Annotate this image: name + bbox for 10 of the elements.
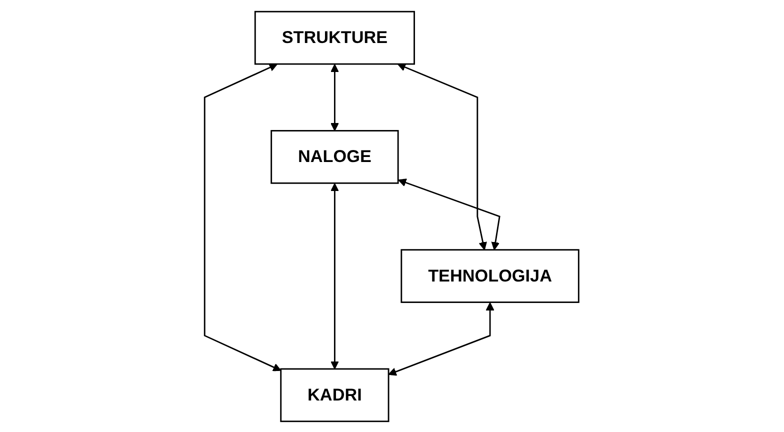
node-box: KADRI bbox=[280, 368, 390, 422]
node-box: NALOGE bbox=[270, 130, 400, 184]
arrow bbox=[330, 64, 340, 131]
arrow bbox=[398, 178, 501, 250]
node-box: STRUKTURE bbox=[254, 10, 416, 64]
arrow bbox=[330, 182, 340, 369]
arrow bbox=[388, 302, 495, 376]
arrow bbox=[204, 63, 282, 371]
node-box: TEHNOLOGIJA bbox=[401, 248, 580, 302]
arrow bbox=[398, 62, 488, 250]
